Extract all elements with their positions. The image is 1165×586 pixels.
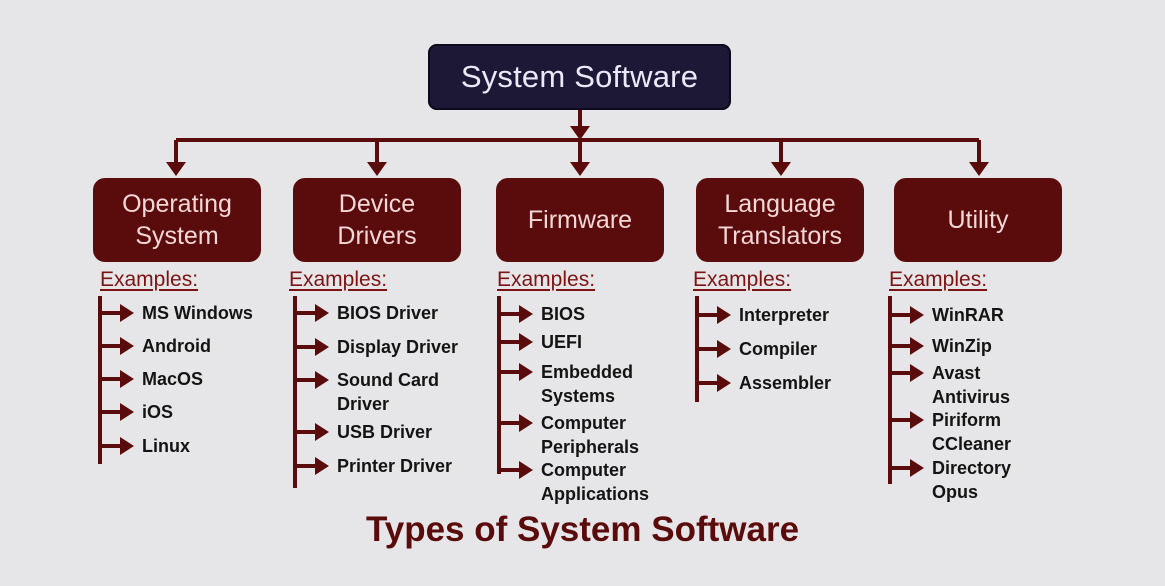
- example-arrow: [519, 333, 533, 351]
- example-item: Piriform CCleaner: [932, 410, 1012, 454]
- example-item: USB Driver: [337, 422, 433, 442]
- example-item: BIOS Driver: [337, 303, 439, 323]
- example-item: Computer Peripherals: [541, 413, 640, 457]
- examples-label: Examples:: [289, 268, 388, 291]
- example-item: Embedded Systems: [541, 362, 634, 406]
- example-item: WinZip: [932, 336, 992, 356]
- category-node: Firmware: [496, 178, 664, 262]
- drop-arrow: [166, 162, 186, 176]
- example-item: MacOS: [142, 369, 204, 389]
- example-item: Computer Applications: [541, 460, 650, 504]
- category-node: Utility: [894, 178, 1062, 262]
- drop-arrow: [367, 162, 387, 176]
- example-arrow: [120, 304, 134, 322]
- example-arrow: [315, 304, 329, 322]
- example-item: WinRAR: [932, 305, 1004, 325]
- example-arrow: [717, 340, 731, 358]
- example-arrow: [519, 305, 533, 323]
- examples-label: Examples:: [497, 268, 596, 291]
- category-node: Device Drivers: [293, 178, 461, 262]
- example-arrow: [315, 338, 329, 356]
- example-arrow: [910, 306, 924, 324]
- example-item: Avast Antivirus: [932, 363, 1011, 407]
- example-arrow: [717, 374, 731, 392]
- category-node: Operating System: [93, 178, 261, 262]
- example-item: Printer Driver: [337, 456, 453, 476]
- example-item: UEFI: [541, 332, 583, 352]
- examples-label: Examples:: [100, 268, 199, 291]
- example-arrow: [315, 423, 329, 441]
- example-item: Android: [142, 336, 211, 356]
- example-arrow: [910, 337, 924, 355]
- example-arrow: [120, 370, 134, 388]
- example-item: Linux: [142, 436, 190, 456]
- example-item: BIOS: [541, 304, 586, 324]
- category-node: Language Translators: [696, 178, 864, 262]
- example-arrow: [717, 306, 731, 324]
- example-item: iOS: [142, 402, 174, 422]
- diagram-caption: Types of System Software: [365, 510, 800, 549]
- example-arrow: [519, 414, 533, 432]
- example-arrow: [315, 457, 329, 475]
- example-arrow: [120, 403, 134, 421]
- example-arrow: [910, 364, 924, 382]
- trunk-arrow: [570, 126, 590, 140]
- example-item: MS Windows: [142, 303, 253, 323]
- example-arrow: [120, 437, 134, 455]
- example-item: Directory Opus: [932, 458, 1012, 502]
- example-arrow: [120, 337, 134, 355]
- example-item: Display Driver: [337, 337, 459, 357]
- example-item: Sound Card Driver: [337, 370, 439, 414]
- example-item: Compiler: [739, 339, 818, 359]
- root-node-system-software: System Software: [428, 44, 731, 110]
- drop-arrow: [570, 162, 590, 176]
- example-arrow: [519, 461, 533, 479]
- example-arrow: [910, 411, 924, 429]
- example-item: Assembler: [739, 373, 832, 393]
- example-arrow: [910, 459, 924, 477]
- examples-label: Examples:: [693, 268, 792, 291]
- drop-arrow: [771, 162, 791, 176]
- example-arrow: [315, 371, 329, 389]
- drop-arrow: [969, 162, 989, 176]
- example-arrow: [519, 363, 533, 381]
- example-item: Interpreter: [739, 305, 830, 325]
- examples-label: Examples:: [889, 268, 988, 291]
